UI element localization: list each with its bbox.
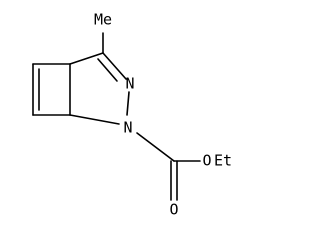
ester-oxygen-label: O	[202, 152, 211, 170]
nitrogen-label-carbamate: N	[123, 119, 132, 137]
bond-c5-n-double	[97, 58, 118, 82]
bond-n-n	[126, 91, 130, 116]
bond-n-carbonyl-c	[136, 132, 175, 162]
bond-c5-n	[102, 52, 127, 80]
methyl-label: Me	[94, 11, 112, 29]
bond-c4-n	[69, 114, 120, 125]
nitrogen-label-imine: N	[125, 75, 134, 93]
ethyl-label: Et	[214, 152, 232, 170]
carbonyl-oxygen-label: O	[169, 201, 178, 219]
molecule-structure: Me N N O Et O	[32, 11, 232, 219]
bond-c3-c5	[69, 52, 104, 65]
